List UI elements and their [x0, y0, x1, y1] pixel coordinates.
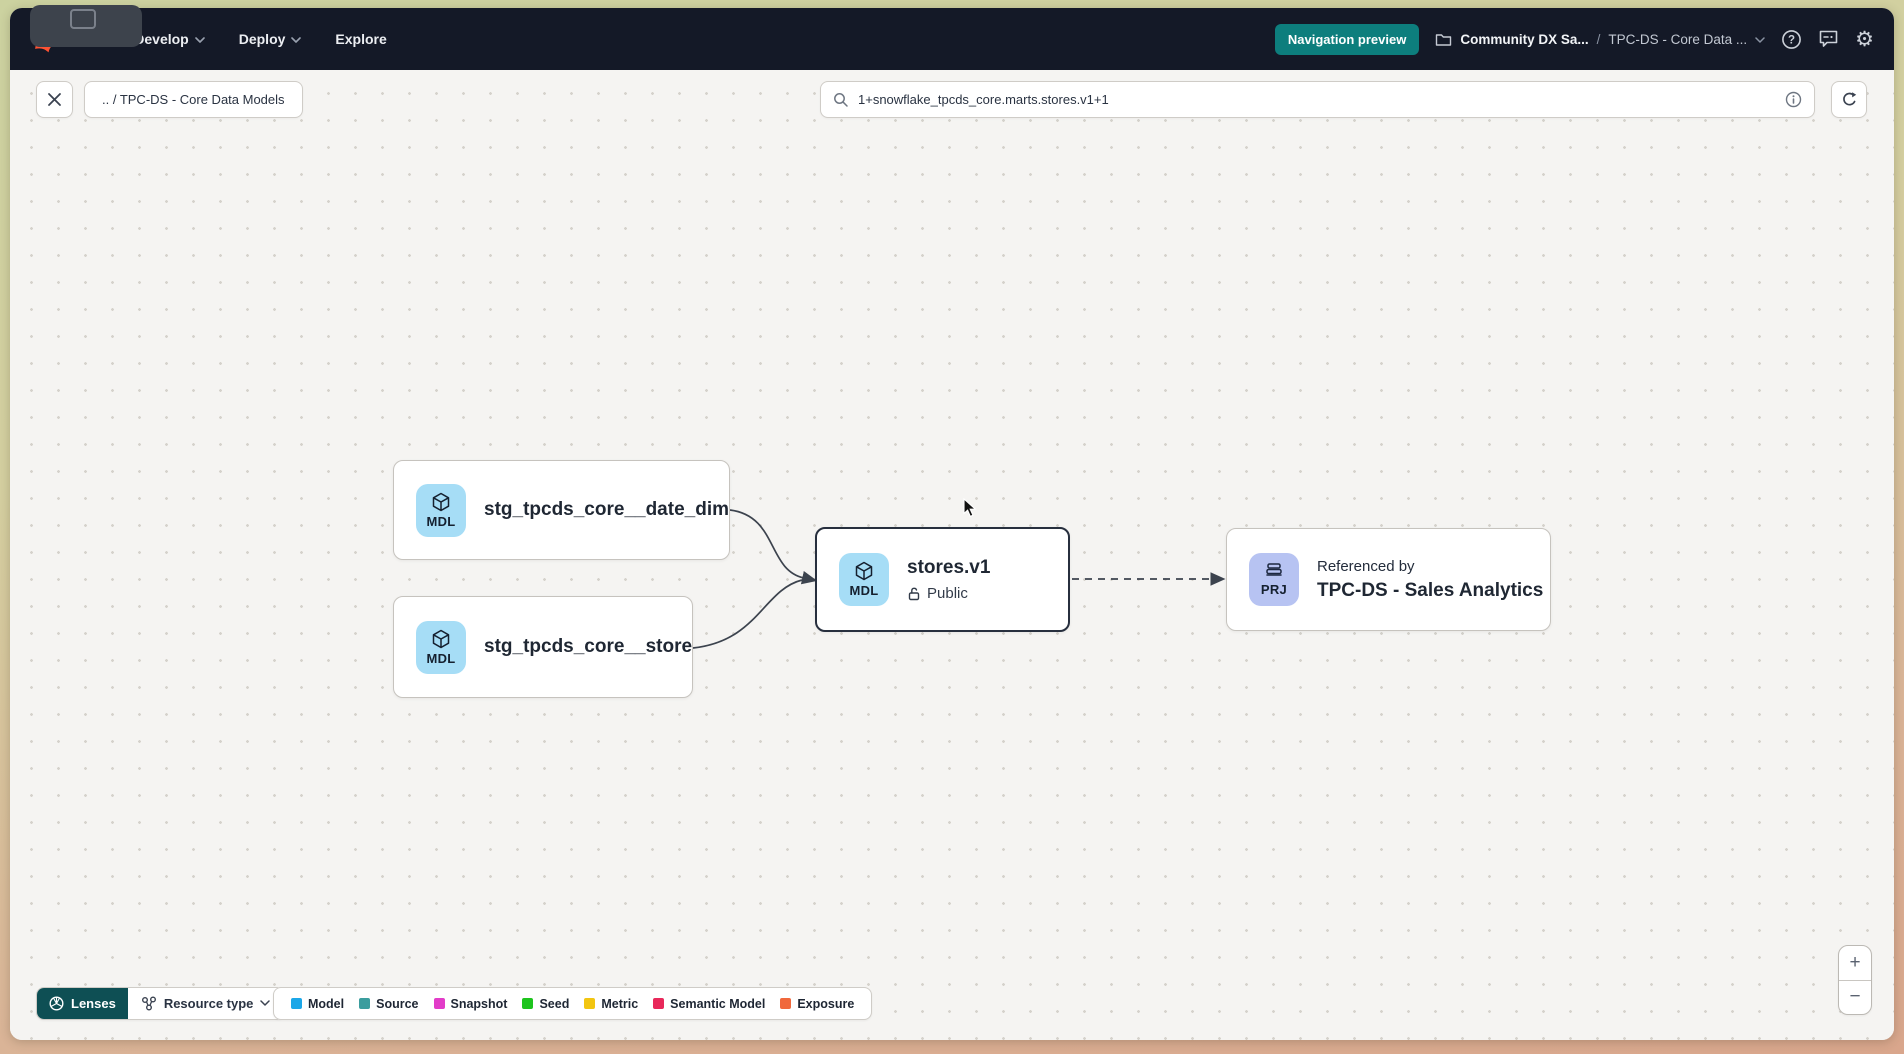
nav-item-explore[interactable]: Explore [335, 31, 386, 47]
nav-item-label: Deploy [238, 31, 286, 47]
legend-label: Snapshot [450, 996, 508, 1011]
access-row: Public [907, 585, 990, 602]
selector-input[interactable] [858, 92, 1776, 107]
legend-label: Seed [539, 996, 570, 1011]
cube-icon [432, 629, 450, 648]
legend-label: Model [308, 996, 345, 1011]
help-icon[interactable]: ? [1781, 29, 1802, 50]
legend-item-metric: Metric [584, 997, 638, 1011]
node-label: stores.v1 [907, 557, 991, 578]
breadcrumb-separator: / [1596, 31, 1601, 47]
legend-item-source: Source [359, 996, 419, 1011]
legend-swatch [291, 998, 302, 1009]
lineage-breadcrumb-chip[interactable]: .. / TPC-DS - Core Data Models [84, 81, 303, 118]
cube-icon [432, 492, 450, 511]
badge-label: PRJ [1260, 581, 1288, 597]
lenses-label: Lenses [71, 996, 116, 1011]
legend-item-model: Model [291, 997, 344, 1011]
chevron-down-icon[interactable] [1755, 36, 1765, 44]
svg-text:?: ? [1788, 34, 1795, 46]
folder-icon [1436, 33, 1452, 46]
zoom-in-button[interactable]: + [1839, 946, 1871, 981]
refresh-lineage-button[interactable] [1831, 81, 1867, 118]
lineage-search-bar [820, 81, 1815, 118]
legend-item-snapshot: Snapshot [433, 996, 508, 1011]
resource-type-legend: Model Source Snapshot Seed Metric Semant… [273, 987, 873, 1020]
chevron-down-icon [260, 1000, 271, 1006]
model-badge: MDL [416, 483, 466, 537]
legend-swatch [780, 998, 792, 1009]
legend-swatch [433, 998, 445, 1009]
chevron-down-icon [194, 36, 205, 43]
screen-capture-artifact [30, 5, 142, 47]
breadcrumb: Community DX Sa... / TPC-DS - Core Data … [1435, 32, 1765, 47]
chevron-down-icon [291, 36, 302, 43]
resource-type-dropdown[interactable]: Resource type [127, 988, 284, 1019]
legend-label: Source [376, 996, 419, 1011]
node-referenced-project[interactable]: PRJ Referenced by TPC-DS - Sales Analyti… [1226, 528, 1551, 631]
nav-item-label: Explore [335, 31, 387, 47]
app-window: dbt Develop Deploy Explore Navigation pr… [10, 8, 1894, 1040]
feedback-icon[interactable] [1818, 29, 1839, 49]
lineage-canvas[interactable] [10, 70, 1894, 1040]
badge-label: MDL [849, 583, 879, 598]
nav-item-deploy[interactable]: Deploy [239, 31, 302, 47]
info-icon[interactable] [1785, 91, 1802, 108]
model-badge: MDL [416, 620, 466, 674]
legend-label: Semantic Model [670, 996, 766, 1011]
close-icon [48, 93, 61, 106]
navbar-right: Navigation preview Community DX Sa... / … [1274, 23, 1874, 55]
screen-capture-artifact-icon [70, 9, 96, 29]
zoom-out-button[interactable]: − [1849, 986, 1861, 1008]
node-text-block: stores.v1 Public [907, 557, 990, 602]
graph-nodes-icon [141, 996, 156, 1011]
node-label: TPC-DS - Sales Analytics [1317, 579, 1544, 601]
breadcrumb-section[interactable]: TPC-DS - Core Data ... [1608, 31, 1748, 47]
legend-item-exposure: Exposure [780, 997, 854, 1011]
node-stores-v1[interactable]: MDL stores.v1 Public [815, 527, 1070, 632]
navigation-preview-button[interactable]: Navigation preview [1274, 23, 1420, 55]
node-stg-tpcds-core-date-dim[interactable]: MDL stg_tpcds_core__date_dim [393, 460, 730, 560]
model-badge: MDL [839, 553, 889, 606]
legend-item-seed: Seed [522, 997, 569, 1011]
referenced-by-label: Referenced by [1317, 557, 1415, 575]
breadcrumb-project[interactable]: Community DX Sa... [1460, 31, 1589, 47]
legend-item-semantic-model: Semantic Model [653, 997, 765, 1011]
close-lineage-button[interactable] [36, 81, 73, 118]
cube-icon [855, 561, 873, 581]
node-stg-tpcds-core-store[interactable]: MDL stg_tpcds_core__store [393, 596, 693, 698]
resource-type-label: Resource type [163, 996, 254, 1011]
search-icon [834, 92, 848, 107]
legend-label: Exposure [797, 996, 855, 1011]
legend-swatch [653, 998, 665, 1009]
node-label: stg_tpcds_core__date_dim [484, 499, 729, 520]
lenses-button[interactable]: Lenses [37, 988, 128, 1019]
refresh-icon [1842, 92, 1856, 106]
gear-icon[interactable]: ⚙ [1855, 27, 1874, 51]
node-label: stg_tpcds_core__store [484, 636, 693, 657]
legend-swatch [584, 998, 596, 1009]
project-badge: PRJ [1249, 553, 1299, 606]
badge-label: MDL [426, 650, 456, 666]
nav-item-develop[interactable]: Develop [134, 31, 205, 47]
node-text-block: Referenced by TPC-DS - Sales Analytics [1317, 558, 1543, 602]
mouse-cursor [963, 498, 977, 518]
badge-label: MDL [426, 513, 456, 529]
unlock-icon [908, 587, 920, 601]
top-navbar: dbt Develop Deploy Explore Navigation pr… [10, 8, 1894, 70]
legend-label: Metric [601, 996, 639, 1011]
nav-item-label: Develop [134, 31, 189, 47]
lens-aperture-icon [49, 996, 64, 1011]
stack-icon [1266, 562, 1282, 576]
zoom-controls: + − [1838, 945, 1872, 1015]
legend-swatch [522, 998, 534, 1009]
legend-swatch [359, 998, 371, 1009]
lenses-control-group: Lenses Resource type [36, 987, 285, 1020]
access-label: Public [927, 585, 968, 602]
